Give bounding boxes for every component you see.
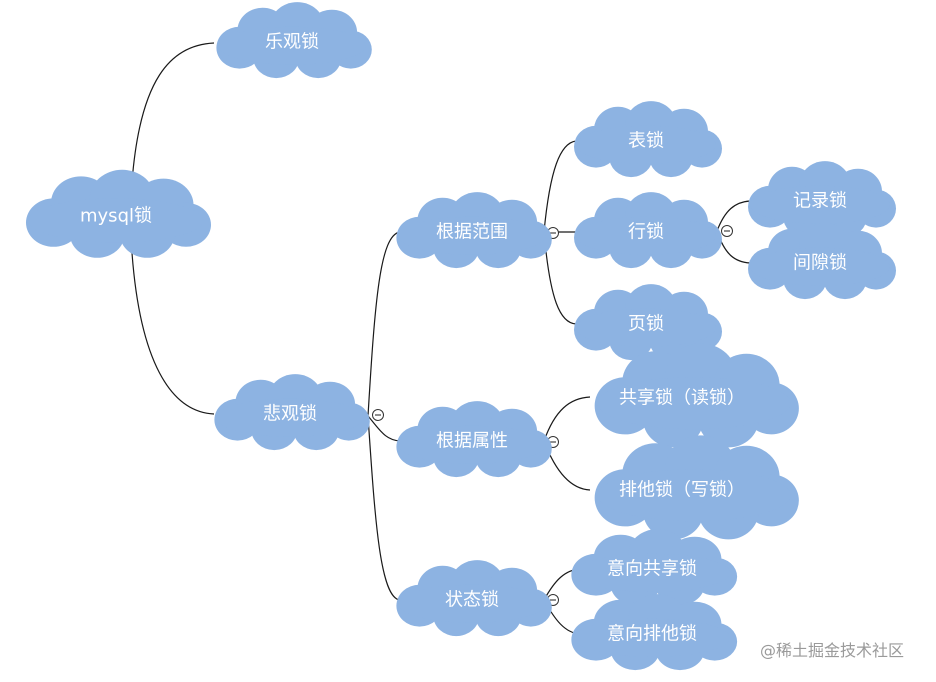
- node-shared-lock[interactable]: 共享锁（读锁）: [594, 343, 799, 448]
- node-root[interactable]: mysql锁: [26, 169, 211, 258]
- node-intent-exclusive-lock[interactable]: 意向排他锁: [571, 594, 738, 671]
- node-optimistic[interactable]: 乐观锁: [216, 2, 372, 79]
- edge-pessimistic-scope: [367, 231, 401, 417]
- node-row-lock[interactable]: 行锁: [574, 192, 722, 269]
- node-by-scope-label: 根据范围: [436, 222, 508, 243]
- node-table-lock[interactable]: 表锁: [574, 101, 722, 178]
- edge-pessimistic-attribute: [367, 415, 401, 442]
- node-page-lock-label: 页锁: [628, 314, 664, 335]
- node-intent-exclusive-lock-label: 意向排他锁: [607, 624, 697, 645]
- node-exclusive-lock[interactable]: 排他锁（写锁）: [594, 435, 799, 540]
- node-optimistic-label: 乐观锁: [265, 32, 319, 53]
- node-by-attribute-label: 根据属性: [436, 431, 508, 452]
- node-row-lock-label: 行锁: [628, 222, 664, 243]
- node-intent-shared-lock[interactable]: 意向共享锁: [571, 529, 738, 606]
- node-gap-lock[interactable]: 间隙锁: [748, 223, 896, 300]
- edge-pessimistic-state: [367, 415, 401, 601]
- node-page-lock[interactable]: 页锁: [574, 284, 722, 361]
- node-pessimistic[interactable]: 悲观锁: [214, 374, 370, 451]
- node-by-attribute[interactable]: 根据属性: [396, 401, 552, 478]
- node-pessimistic-label: 悲观锁: [263, 404, 317, 425]
- collapse-toggle-pessimistic[interactable]: [372, 409, 384, 421]
- node-exclusive-lock-label: 排他锁（写锁）: [619, 480, 745, 501]
- node-by-scope[interactable]: 根据范围: [396, 192, 552, 269]
- edge-scope-table: [543, 140, 577, 233]
- node-by-state-label: 状态锁: [445, 590, 499, 611]
- node-table-lock-label: 表锁: [628, 131, 664, 152]
- node-shared-lock-label: 共享锁（读锁）: [619, 388, 745, 409]
- edge-row-gap: [716, 230, 751, 264]
- edge-row-record: [716, 200, 751, 232]
- edge-root-pessimistic: [131, 252, 215, 415]
- node-record-lock[interactable]: 记录锁: [748, 161, 896, 238]
- edge-attribute-shared: [543, 396, 591, 442]
- node-root-label: mysql锁: [80, 206, 152, 227]
- watermark: @稀土掘金技术社区: [760, 641, 904, 660]
- node-record-lock-label: 记录锁: [793, 191, 847, 212]
- node-gap-lock-label: 间隙锁: [793, 253, 847, 274]
- node-by-state[interactable]: 状态锁: [396, 560, 552, 637]
- node-intent-shared-lock-label: 意向共享锁: [607, 559, 697, 580]
- edge-root-optimistic: [131, 42, 215, 183]
- collapse-toggle-row[interactable]: [721, 225, 733, 237]
